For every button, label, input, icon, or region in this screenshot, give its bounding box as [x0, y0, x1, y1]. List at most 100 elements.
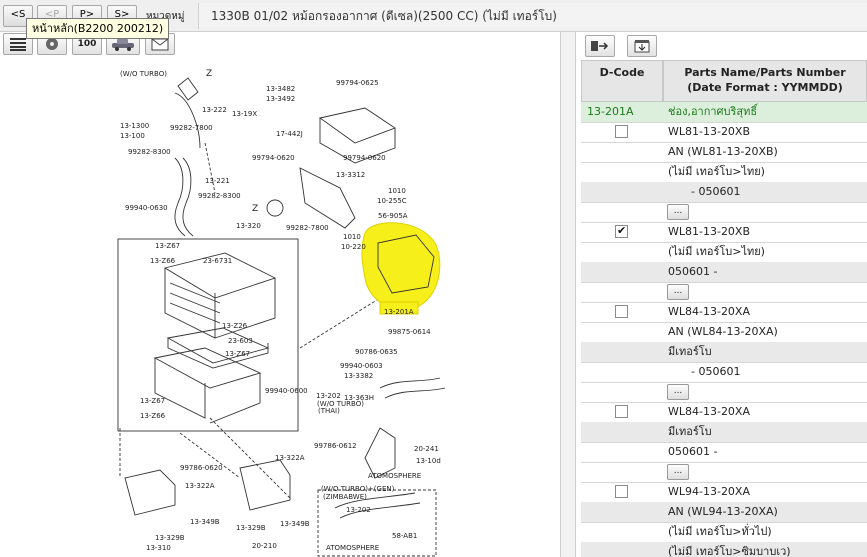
list-icon [10, 38, 26, 51]
row-divider [581, 242, 867, 243]
diagram-callout-label[interactable]: 58-AB1 [392, 532, 417, 540]
diagram-callout-label[interactable]: 13-349B [190, 518, 220, 526]
diagram-callout-label[interactable]: 99282-8300 [198, 192, 241, 200]
diagram-callout-label[interactable]: 13-363H [344, 394, 374, 402]
diagram-callout-label[interactable]: 13-202 [346, 506, 371, 514]
page-title: 1330B 01/02 หม้อกรองอากาศ (ดีเซล)(2500 C… [198, 3, 867, 29]
diagram-callout-label[interactable]: 99786-0620 [180, 464, 223, 472]
part-select-checkbox[interactable] [615, 485, 628, 498]
diagram-callout-label[interactable]: 13-322A [185, 482, 215, 490]
row-divider [581, 302, 867, 303]
dcode-label[interactable]: 13-201A [587, 105, 634, 118]
more-details-button[interactable]: ... [667, 204, 689, 220]
diagram-callout-label[interactable]: 99786-0612 [314, 442, 357, 450]
part-detail-text: มีเทอร์โบ [663, 342, 867, 362]
diagram-callout-label[interactable]: 20-210 [252, 542, 277, 550]
row-divider [581, 162, 867, 163]
part-detail-text: (ไม่มี เทอร์โบ>ไทย) [668, 245, 765, 258]
diagram-callout-label[interactable]: 13-310 [146, 544, 171, 552]
row-divider [581, 142, 867, 143]
diagram-callout-label[interactable]: 13-322A [275, 454, 305, 462]
diagram-callout-label[interactable]: (ZIMBABWE) [323, 493, 367, 501]
diagram-callout-label[interactable]: 13-Z26 [222, 322, 248, 330]
diagram-callout-label[interactable]: 99940-0630 [125, 204, 168, 212]
diagram-callout-label[interactable]: 13-320 [236, 222, 261, 230]
parts-diagram[interactable]: (W/O TURBO) Z 13-222 99282-7800 13-1300 13-10… [0, 58, 560, 557]
diagram-callout-label[interactable]: 99282-7800 [286, 224, 329, 232]
panel-splitter[interactable] [560, 32, 576, 557]
diagram-callout-label[interactable]: 13-3312 [336, 171, 365, 179]
part-select-checkbox[interactable] [615, 125, 628, 138]
diagram-callout-label[interactable]: 13-329B [236, 524, 266, 532]
diagram-callout-label[interactable]: ATOMOSPHERE [368, 472, 421, 480]
diagram-callout-label[interactable]: 90786-0635 [355, 348, 398, 356]
part-row: 050601 - [581, 262, 867, 282]
diagram-callout-label[interactable]: 13-221 [205, 177, 230, 185]
diagram-callout-label[interactable]: 99794-0620 [343, 154, 386, 162]
diagram-callout-label[interactable]: 10-220 [341, 243, 366, 251]
diagram-callout-label[interactable]: 99794-0625 [336, 79, 379, 87]
diagram-callout-label[interactable]: 99282-8300 [128, 148, 171, 156]
diagram-callout-label[interactable]: 1010 [388, 187, 406, 195]
diagram-callout-label[interactable]: 13-3382 [344, 372, 373, 380]
diagram-callout-label[interactable]: 99282-7800 [170, 124, 213, 132]
diagram-callout-label[interactable]: Z [206, 69, 212, 79]
diagram-callout-label[interactable]: 13-329B [155, 534, 185, 542]
diagram-callout-label[interactable]: 13-1300 [120, 122, 149, 130]
more-details-button[interactable]: ... [667, 284, 689, 300]
diagram-callout-label[interactable]: (W/O TURBO) [317, 400, 364, 408]
diagram-callout-label[interactable]: 99940-0600 [265, 387, 308, 395]
diagram-callout-label[interactable]: 1010 [343, 233, 361, 241]
diagram-callout-label[interactable]: 13-201A [384, 308, 414, 316]
more-details-button[interactable]: ... [667, 464, 689, 480]
part-select-checkbox[interactable] [615, 305, 628, 318]
part-detail-text: AN (WL81-13-20XB) [668, 145, 778, 158]
highlighted-part-13-201a[interactable] [361, 222, 441, 311]
breadcrumb[interactable]: หมวดหมู่ [146, 11, 185, 22]
part-detail-text: (ไม่มี เทอร์โบ>ซิมบาบเว) [663, 542, 867, 557]
diagram-callout-label[interactable]: 13-Z67 [140, 397, 165, 405]
more-details-button[interactable]: ... [667, 384, 689, 400]
diagram-callout-label[interactable]: 13-100 [120, 132, 145, 140]
row-divider [581, 482, 867, 483]
diagram-callout-label[interactable]: 99940-0603 [340, 362, 383, 370]
diagram-callout-label[interactable]: 99875-0614 [388, 328, 431, 336]
more-row: ... [581, 462, 867, 482]
diagram-callout-label[interactable]: 13-Z67 [155, 242, 180, 250]
first-section-button[interactable]: <S [3, 5, 33, 27]
diagram-callout-label[interactable]: 13-3482 [266, 85, 295, 93]
part-detail-text: 050601 - [663, 262, 867, 282]
diagram-callout-label[interactable]: 17-442J [276, 130, 303, 138]
diagram-callout-label[interactable]: 13-222 [202, 106, 227, 114]
diagram-callout-label[interactable]: 99794-0620 [252, 154, 295, 162]
diagram-callout-label[interactable]: 13-Z67 [225, 350, 250, 358]
diagram-callout-label[interactable]: 13-349B [280, 520, 310, 528]
diagram-callout-label[interactable]: ATOMOSPHERE [326, 544, 379, 552]
diagram-callout-label[interactable]: (THAI) [318, 407, 340, 415]
part-select-checkbox[interactable] [615, 224, 628, 238]
diagram-callout-label[interactable]: Z [252, 204, 258, 214]
diagram-callout-label[interactable]: (W/O TURBO) [120, 70, 167, 78]
part-select-checkbox[interactable] [615, 405, 628, 418]
list-view-button[interactable] [3, 33, 33, 55]
parts-list-panel: D-Code Parts Name/Parts Number (Date For… [577, 32, 867, 557]
part-number: WL94-13-20XA [668, 485, 750, 498]
copy-to-cart-button[interactable] [585, 35, 615, 57]
diagram-callout-label[interactable]: 13-10d [416, 457, 441, 465]
diagram-callout-label[interactable]: 10-255C [377, 197, 407, 205]
diagram-callout-label[interactable]: 23-6731 [203, 257, 232, 265]
part-detail-text: AN (WL84-13-20XA) [668, 325, 778, 338]
diagram-callout-label[interactable]: 56-905A [378, 212, 408, 220]
download-button[interactable] [627, 35, 657, 57]
diagram-callout-label[interactable]: 13-3492 [266, 95, 295, 103]
diagram-callout-label[interactable]: 13-Z66 [140, 412, 166, 420]
diagram-callout-label[interactable]: 20-241 [414, 445, 439, 453]
part-detail-text: (ไม่มี เทอร์โบ>ไทย) [668, 165, 765, 178]
diagram-callout-label[interactable]: 13-19X [232, 110, 257, 118]
diagram-callout-label[interactable]: 13-202 [316, 392, 341, 400]
row-divider [581, 202, 867, 203]
diagram-callout-label[interactable]: (W/O TURBO)+(GEN) [321, 485, 395, 493]
diagram-callout-label[interactable]: 23-603 [228, 337, 253, 345]
diagram-callout-label[interactable]: 13-Z66 [150, 257, 176, 265]
part-row: 050601 - [581, 442, 867, 462]
